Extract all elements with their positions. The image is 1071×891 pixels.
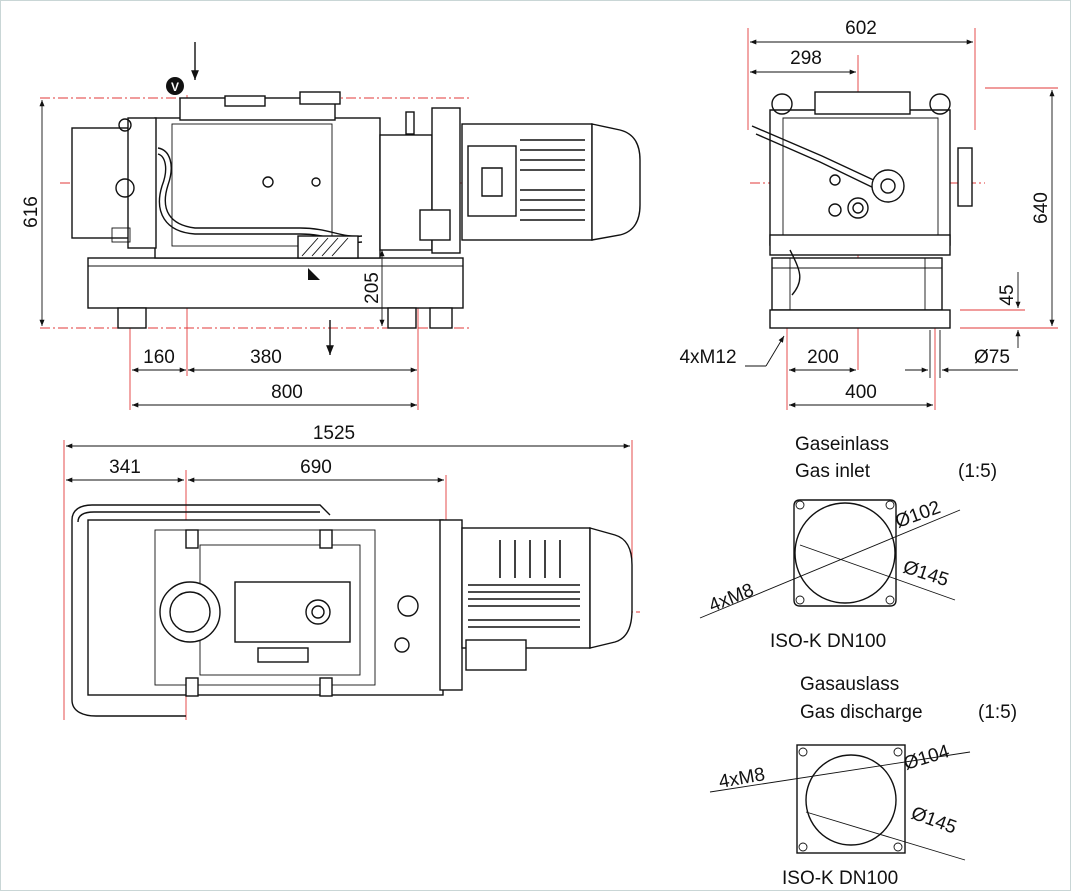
dim-end-602: 602 xyxy=(845,18,877,39)
discharge-dia-outer: Ø145 xyxy=(908,803,959,839)
dim-end-298: 298 xyxy=(790,48,822,69)
discharge-scale: (1:5) xyxy=(978,702,1017,723)
end-view: 602 298 640 45 200 400 Ø75 4xM12 xyxy=(679,18,1058,410)
discharge-dia-inner: Ø104 xyxy=(901,741,952,775)
dim-side-height: 616 xyxy=(21,196,42,228)
gas-discharge-detail: Gasauslass Gas discharge (1:5) Ø104 Ø145… xyxy=(709,674,1017,889)
discharge-title-de: Gasauslass xyxy=(800,674,899,695)
inlet-bolts: 4xM8 xyxy=(706,580,757,617)
dim-side-205: 205 xyxy=(362,272,383,304)
dim-side-160: 160 xyxy=(143,347,175,368)
inlet-scale: (1:5) xyxy=(958,461,997,482)
gas-inlet-detail: Gaseinlass Gas inlet (1:5) Ø102 Ø145 4xM… xyxy=(699,434,997,652)
dim-top-341: 341 xyxy=(109,457,141,478)
side-view: V 616 205 160 380 800 xyxy=(21,42,641,410)
discharge-triangle-icon xyxy=(308,268,320,280)
dim-end-foot-dia: Ø75 xyxy=(974,347,1010,368)
discharge-bolts: 4xM8 xyxy=(717,764,766,793)
dim-side-380: 380 xyxy=(250,347,282,368)
dim-side-800: 800 xyxy=(271,382,303,403)
dim-end-400: 400 xyxy=(845,382,877,403)
dim-end-640: 640 xyxy=(1031,192,1052,224)
dim-top-690: 690 xyxy=(300,457,332,478)
motor-fins-side xyxy=(520,139,585,221)
vacuum-symbol-label: V xyxy=(171,80,179,94)
discharge-title-en: Gas discharge xyxy=(800,702,923,723)
inlet-dia-outer: Ø145 xyxy=(900,557,951,591)
inlet-flange: ISO-K DN100 xyxy=(770,631,886,652)
inlet-title-de: Gaseinlass xyxy=(795,434,889,455)
discharge-flange: ISO-K DN100 xyxy=(782,868,898,889)
vacuum-symbol-icon xyxy=(166,77,184,95)
motor-fins-top xyxy=(468,540,580,628)
dim-end-45: 45 xyxy=(997,284,1018,305)
dim-end-200: 200 xyxy=(807,347,839,368)
dim-end-bolt: 4xM12 xyxy=(679,347,736,368)
dim-top-1525: 1525 xyxy=(313,423,355,444)
top-view: 1525 341 690 xyxy=(63,423,640,720)
inlet-title-en: Gas inlet xyxy=(795,461,871,482)
